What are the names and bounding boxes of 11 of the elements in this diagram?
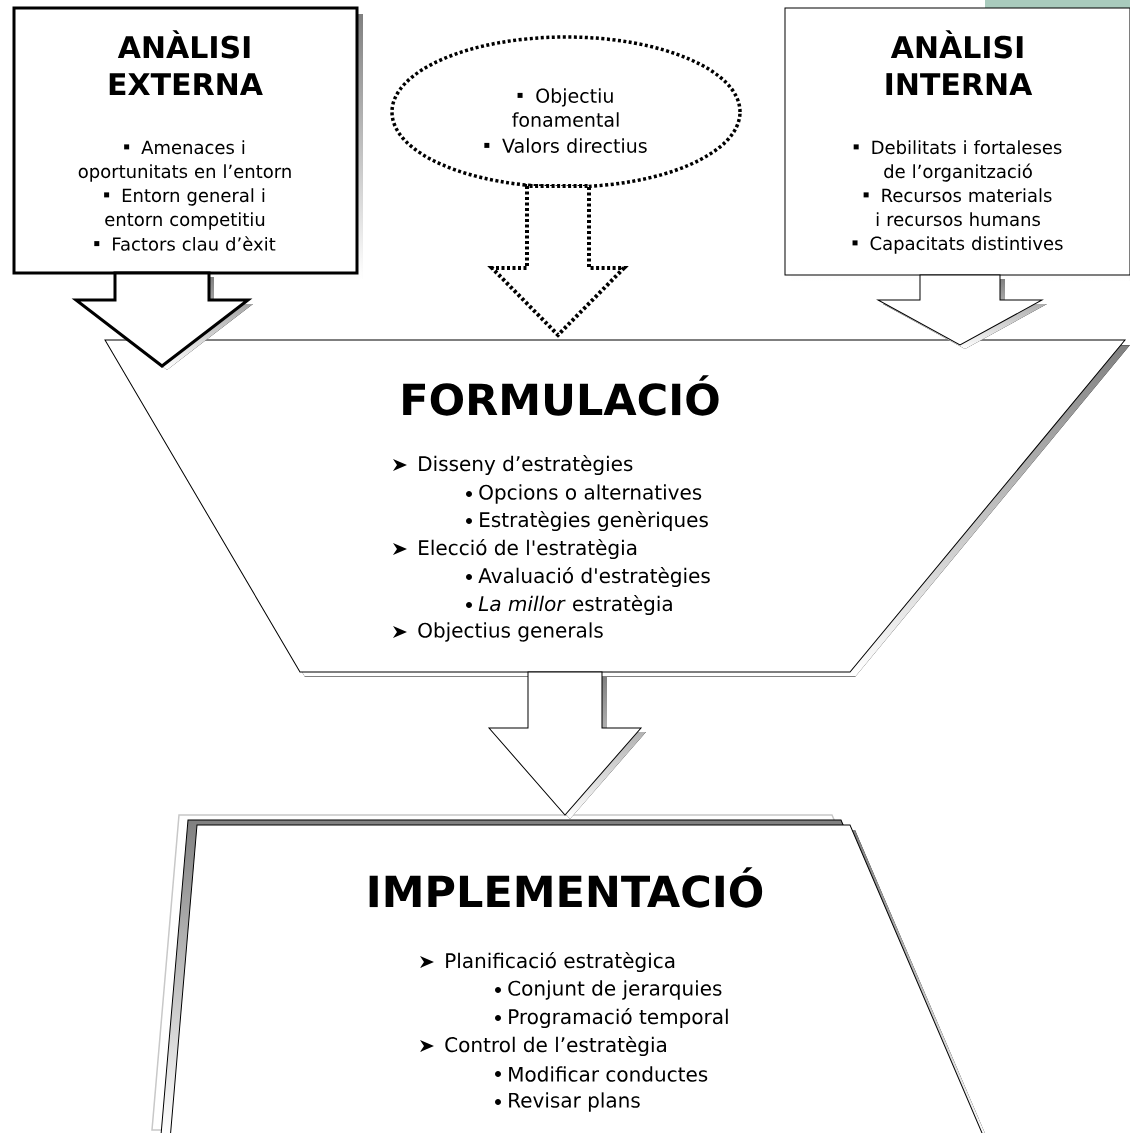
node-label: Capacitats distintives (870, 236, 1063, 254)
ellipse-box: Objectiu fonamental Valors directius (390, 35, 742, 189)
block-arrow (487, 184, 629, 338)
trapezoid-box: IMPLEMENTACIÓ Planificació estratègica Conjunt de jerarquies Programació temporal Control de l’estratègia Modificar conductes Revisar plans (151, 814, 990, 1133)
block-arrow (488, 671, 646, 819)
node-label: ANÀLISI INTERNA (886, 30, 1033, 96)
node-label: Recursos materials i recursos humans (876, 188, 1052, 227)
analysis-box: ANÀLISI EXTERNA Amenaces i oportunitats en l’entorn Entorn general i entorn competitiu Factors clau d’èxit (12, 6, 363, 279)
analysis-box: ANÀLISI INTERNA Debilitats i fortaleses de l’organització Recursos materials i recursos humans Capacitats distintives (784, 7, 1130, 281)
node-label: Debilitats i fortaleses de l’organització (872, 140, 1062, 182)
trapezoid-box: FORMULACIÓ Disseny d’estratègies Opcions o alternatives Estratègies genèriques Elecció de l'estratègia Avaluació d'estratègies La millor estratègia Objectius generals (104, 339, 1130, 677)
